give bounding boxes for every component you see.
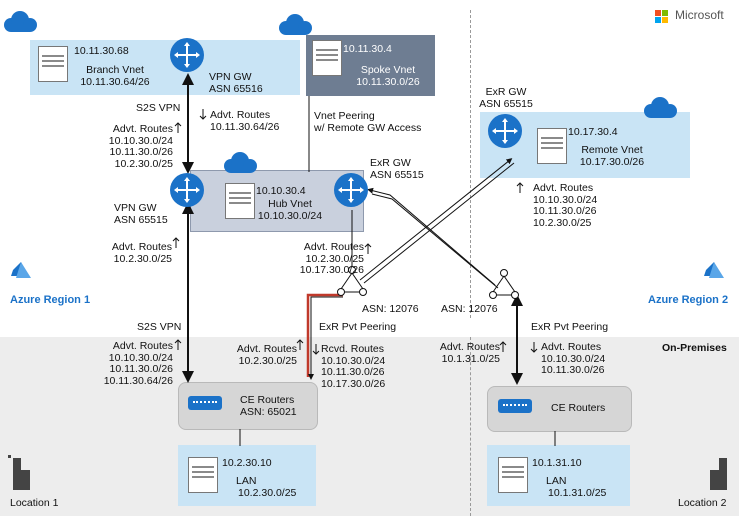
remote-exr-gw-label: ExR GW ASN 65515 (479, 86, 533, 110)
azure-region-2-label: Azure Region 2 (648, 294, 729, 306)
routes-hub-to-branch: Advt. Routes 10.10.30.0/24 10.11.30.0/26… (108, 123, 173, 170)
routes-ce1-received: Rcvd. Routes 10.10.30.0/24 10.11.30.0/26… (321, 343, 386, 390)
hub-exr-gateway-icon (334, 173, 368, 207)
remote-vnet-cidr: 10.17.30.0/26 (579, 156, 645, 168)
msee-2-asn-label: ASN: 12076 (441, 303, 498, 315)
building-2-icon (710, 458, 727, 490)
cloud-remote-icon (644, 97, 677, 118)
lan-1-cidr: 10.2.30.0/25 (238, 487, 297, 499)
location-2-label: Location 2 (678, 497, 727, 509)
branch-vnet-name: Branch Vnet (86, 64, 144, 76)
hub-vpn-gw-label: VPN GW ASN 65515 (114, 202, 168, 226)
lan-1-server-icon (188, 457, 218, 493)
branch-server-icon (38, 46, 68, 82)
location-1-label: Location 1 (10, 497, 59, 509)
cloud-hub-icon (224, 152, 257, 173)
ce-routers-2-label: CE Routers (551, 402, 606, 414)
routes-hub-to-ce: Advt. Routes 10.2.30.0/25 (111, 241, 172, 265)
ce-router-1-icon (188, 396, 222, 410)
routes-remote-advt: Advt. Routes 10.10.30.0/24 10.11.30.0/26… (533, 182, 598, 229)
hub-exr-gw-label: ExR GW ASN 65515 (370, 157, 424, 181)
msee-1-asn-label: ASN: 12076 (362, 303, 419, 315)
lan-2-ip: 10.1.31.10 (532, 457, 582, 469)
lan-1-ip: 10.2.30.10 (222, 457, 272, 469)
msee-2-icon (489, 269, 519, 299)
branch-vpn-gateway-icon (170, 38, 204, 72)
hub-vnet-cidr: 10.10.30.0/24 (257, 210, 323, 222)
azure-logo-2-icon (704, 262, 724, 278)
branch-vnet-cidr: 10.11.30.64/26 (80, 76, 150, 88)
branch-vpn-gw-label: VPN GW ASN 65516 (209, 71, 263, 95)
spoke-vnet-cidr: 10.11.30.0/26 (356, 76, 420, 88)
remote-exr-gateway-icon (488, 114, 522, 148)
spoke-vnet-name: Spoke Vnet (360, 64, 416, 76)
hub-server-icon (225, 183, 255, 219)
lan-2-cidr: 10.1.31.0/25 (548, 487, 607, 499)
on-premises-label: On-Premises (662, 342, 727, 354)
hub-vnet-ip: 10.10.30.4 (256, 185, 306, 197)
azure-region-1-label: Azure Region 1 (10, 294, 91, 306)
routes-s2s-to-ce: Advt. Routes 10.10.30.0/24 10.11.30.0/26… (103, 340, 173, 387)
routes-to-ce2: Advt. Routes 10.10.30.0/24 10.11.30.0/26 (541, 341, 606, 376)
branch-vnet-box (30, 40, 300, 95)
remote-vnet-name: Remote Vnet (581, 144, 643, 156)
routes-exr-hub: Advt. Routes 10.2.30.0/25 10.17.30.0/26 (299, 241, 364, 276)
msee-1-icon (337, 266, 367, 296)
region-divider (470, 10, 471, 318)
spoke-vnet-ip: 10.11.30.4 (343, 43, 392, 55)
brand-name: Microsoft (675, 8, 724, 22)
lan-2-name: LAN (546, 475, 567, 487)
s2s-vpn-top-label: S2S VPN (136, 102, 181, 114)
lan-1-name: LAN (236, 475, 257, 487)
exr-peering-1-label: ExR Pvt Peering (319, 321, 397, 333)
routes-ce2-advt: Advt. Routes 10.1.31.0/25 (439, 341, 500, 365)
cloud-branch-icon (4, 11, 37, 32)
hub-vnet-name: Hub Vnet (268, 198, 312, 210)
microsoft-logo-icon (655, 10, 669, 24)
routes-ce1-advt: Advt. Routes 10.2.30.0/25 (236, 343, 297, 367)
ce-router-2-icon (498, 399, 532, 413)
building-1-icon (8, 455, 30, 490)
remote-vnet-ip: 10.17.30.4 (568, 126, 618, 138)
azure-logo-1-icon (11, 262, 31, 278)
location-divider (470, 337, 471, 516)
spoke-server-icon (312, 40, 342, 76)
cloud-spoke-icon (279, 14, 312, 35)
vnet-peering-label: Vnet Peering w/ Remote GW Access (314, 110, 422, 134)
ce-routers-1-label: CE Routers ASN: 65021 (240, 394, 297, 418)
hub-vnet-box (190, 170, 364, 232)
branch-vnet-ip: 10.11.30.68 (74, 45, 129, 57)
lan-2-server-icon (498, 457, 528, 493)
exr-peering-2-label: ExR Pvt Peering (531, 321, 609, 333)
routes-branch-advt: Advt. Routes 10.11.30.64/26 (210, 109, 280, 133)
remote-server-icon (537, 128, 567, 164)
s2s-vpn-bottom-label: S2S VPN (137, 321, 182, 333)
hub-vpn-gateway-icon (170, 173, 204, 207)
